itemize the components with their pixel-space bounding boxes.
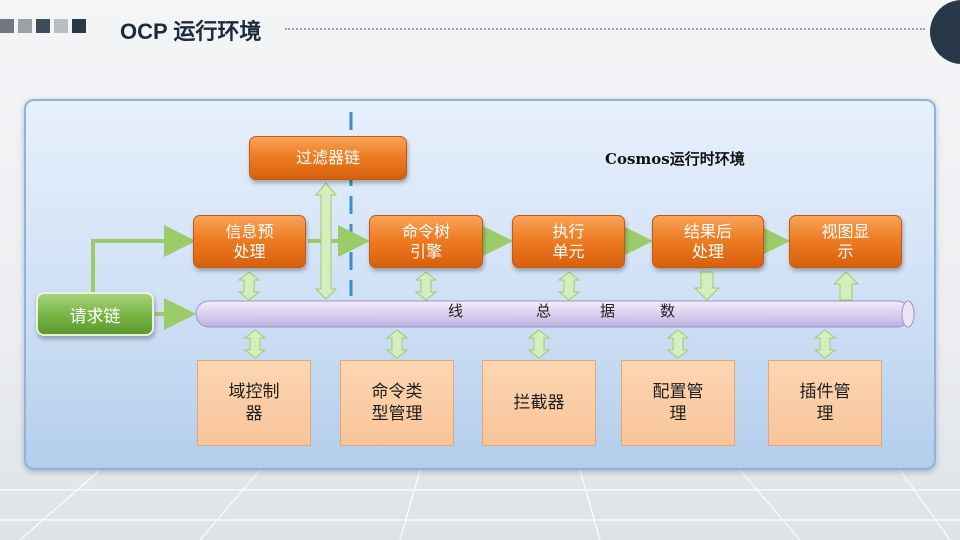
filter-chain-box: 过滤器链 — [249, 136, 407, 180]
header-square — [72, 19, 86, 33]
command-type-mgmt-box: 命令类 型管理 — [340, 360, 454, 446]
filter-chain-label: 过滤器链 — [295, 148, 360, 167]
filter-chain-bus-arrow — [314, 182, 338, 300]
exec-unit-bus-arrow — [557, 271, 581, 301]
request-to-preprocess-arrow — [91, 225, 196, 292]
request-chain-label: 请求链 — [69, 306, 121, 327]
preprocess-label-line1: 信息预 — [225, 221, 274, 241]
config-mgmt-box: 配置管 理 — [621, 360, 735, 446]
config-mgmt-label-line1: 配置管 — [652, 382, 704, 402]
floor-grid — [0, 469, 960, 540]
command-type-mgmt-label-line1: 命令类 — [371, 382, 423, 402]
header-square — [36, 19, 50, 33]
runtime-env-title: Cosmos运行时环境 — [605, 150, 745, 168]
view-display-label-line2: 示 — [837, 241, 854, 261]
interceptor-box: 拦截器 — [482, 360, 596, 446]
header-square — [54, 19, 68, 33]
exec-unit-label-line1: 执行 — [552, 221, 585, 241]
bus-interceptor-arrow — [527, 329, 551, 359]
postprocess-bus-arrow — [693, 271, 721, 301]
page-title: OCP 运行环境 — [120, 19, 262, 44]
view-display-box: 视图显 示 — [789, 215, 902, 268]
preprocess-label-line2: 处理 — [233, 241, 266, 261]
plugin-mgmt-label-line1: 插件管 — [799, 382, 851, 402]
view-display-label-line1: 视图显 — [821, 221, 870, 241]
bus-view-display-arrow — [832, 271, 860, 301]
bus-label-char: 据 — [600, 302, 616, 320]
bus-config-arrow — [666, 329, 690, 359]
command-tree-box: 命令树 引擎 — [369, 215, 483, 268]
plugin-mgmt-box: 插件管 理 — [768, 360, 882, 446]
domain-controller-box: 域控制 器 — [197, 360, 311, 446]
data-bus — [195, 300, 915, 328]
request-chain-box: 请求链 — [36, 292, 154, 336]
exec-unit-label-line2: 单元 — [552, 241, 585, 261]
exec-unit-box: 执行 单元 — [512, 215, 625, 268]
config-mgmt-label-line2: 理 — [669, 404, 687, 424]
postprocess-box: 结果后 处理 — [652, 215, 764, 268]
bus-label-char: 总 — [536, 302, 552, 320]
preprocess-box: 信息预 处理 — [193, 215, 306, 268]
title-divider — [285, 28, 925, 30]
plugin-mgmt-label-line2: 理 — [816, 404, 834, 424]
bus-domain-controller-arrow — [243, 329, 267, 359]
command-tree-bus-arrow — [414, 271, 438, 301]
bus-label-char: 线 — [448, 302, 464, 320]
header-decoration-squares — [0, 19, 86, 33]
command-type-mgmt-label-line2: 型管理 — [371, 404, 423, 424]
postprocess-label-line2: 处理 — [691, 241, 724, 261]
bus-label-char: 数 — [660, 302, 676, 320]
command-tree-label-line2: 引擎 — [409, 241, 442, 261]
header-square — [18, 19, 32, 33]
domain-controller-label-line2: 器 — [245, 404, 263, 424]
bus-plugin-arrow — [813, 329, 837, 359]
bus-command-type-arrow — [385, 329, 409, 359]
interceptor-label: 拦截器 — [513, 393, 565, 413]
postprocess-label-line1: 结果后 — [683, 221, 732, 241]
command-tree-label-line1: 命令树 — [401, 221, 450, 241]
header-square — [0, 19, 14, 33]
domain-controller-label-line1: 域控制 — [228, 382, 280, 402]
preprocess-bus-arrow — [237, 271, 261, 301]
